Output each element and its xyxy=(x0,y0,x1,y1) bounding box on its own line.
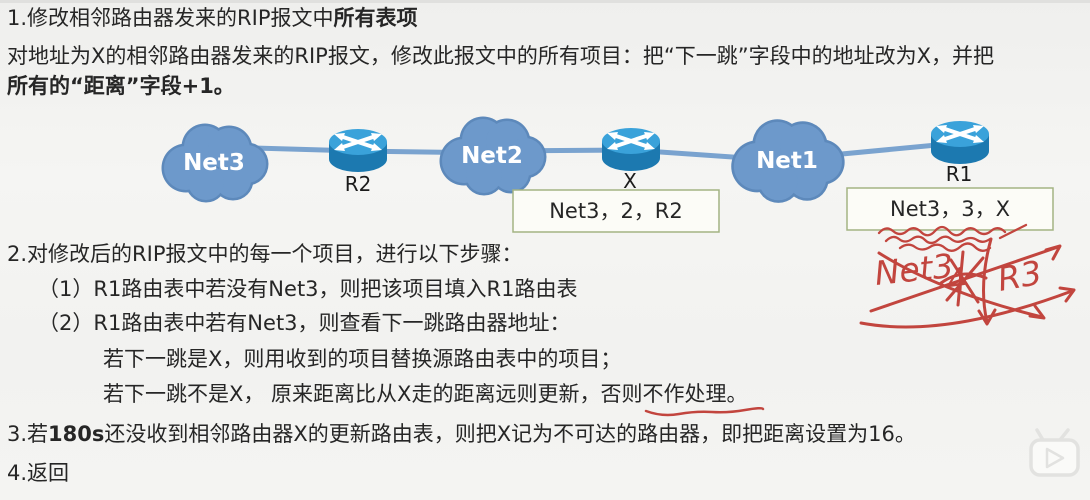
net3-cloud: Net3 xyxy=(161,123,269,203)
step1-desc-line1: 对地址为X的相邻路由器发来的RIP报文，修改此报文中的所有项目：把“下一跳”字段… xyxy=(7,44,994,68)
slide-top-edge xyxy=(0,0,1090,3)
step3-bold: 180s xyxy=(48,422,105,446)
red-crossout-annotation: Net3 4 R3 xyxy=(859,237,1076,329)
step1-desc-line2: 所有的“距离”字段+1。 xyxy=(7,74,235,98)
step2-item1: （1）R1路由表中若没有Net3，则把该项目填入R1路由表 xyxy=(38,277,578,301)
router-r1: R1 xyxy=(929,119,991,186)
red-squiggle-annotation xyxy=(877,223,1028,252)
route-entry-value-r1: Net3，3，X xyxy=(890,197,1010,221)
net2-cloud-label: Net2 xyxy=(461,143,523,169)
router-r2-label: R2 xyxy=(345,172,372,196)
red-underline-annotation xyxy=(644,406,765,417)
step1-title-bold: 所有表项 xyxy=(333,6,418,30)
step2-item2-sub2: 若下一跳不是X， 原来距离比从X走的距离远则更新，否则不作处理。 xyxy=(103,382,748,406)
video-watermark-icon xyxy=(1029,428,1080,477)
step1-title-normal: 1.修改相邻路由器发来的RIP报文中 xyxy=(7,6,334,30)
step3-line: 3.若180s还没收到相邻路由器X的更新路由表，则把X记为不可达的路由器，即把距… xyxy=(7,421,916,447)
step2-heading: 2.对修改后的RIP报文中的每一个项目，进行以下步骤： xyxy=(7,242,523,266)
net3-cloud-label: Net3 xyxy=(183,150,245,176)
route-entry-box-r1: Net3，3，X xyxy=(846,187,1054,231)
step2-item2-sub1: 若下一跳是X，则用收到的项目替换源路由表中的项目； xyxy=(103,347,622,371)
step2-item2: （2）R1路由表中若有Net3，则查看下一跳路由器地址： xyxy=(38,311,571,335)
router-r2: R2 xyxy=(327,127,389,196)
router-r1-label: R1 xyxy=(946,162,973,186)
step4-line: 4.返回 xyxy=(7,461,70,485)
router-x: X xyxy=(600,126,662,193)
route-entry-value-x: Net3，2，R2 xyxy=(549,199,683,223)
step3-suffix: 还没收到相邻路由器X的更新路由表，则把X记为不可达的路由器，即把距离设置为16。 xyxy=(104,422,916,446)
step3-prefix: 3.若 xyxy=(7,422,49,446)
router-x-label: X xyxy=(623,169,637,193)
net2-cloud: Net2 xyxy=(439,116,547,196)
route-entry-box-x: Net3，2，R2 xyxy=(512,189,720,233)
net1-cloud: Net1 xyxy=(731,119,845,203)
step1-title: 1.修改相邻路由器发来的RIP报文中所有表项 xyxy=(7,5,417,31)
net1-cloud-label: Net1 xyxy=(756,148,818,174)
